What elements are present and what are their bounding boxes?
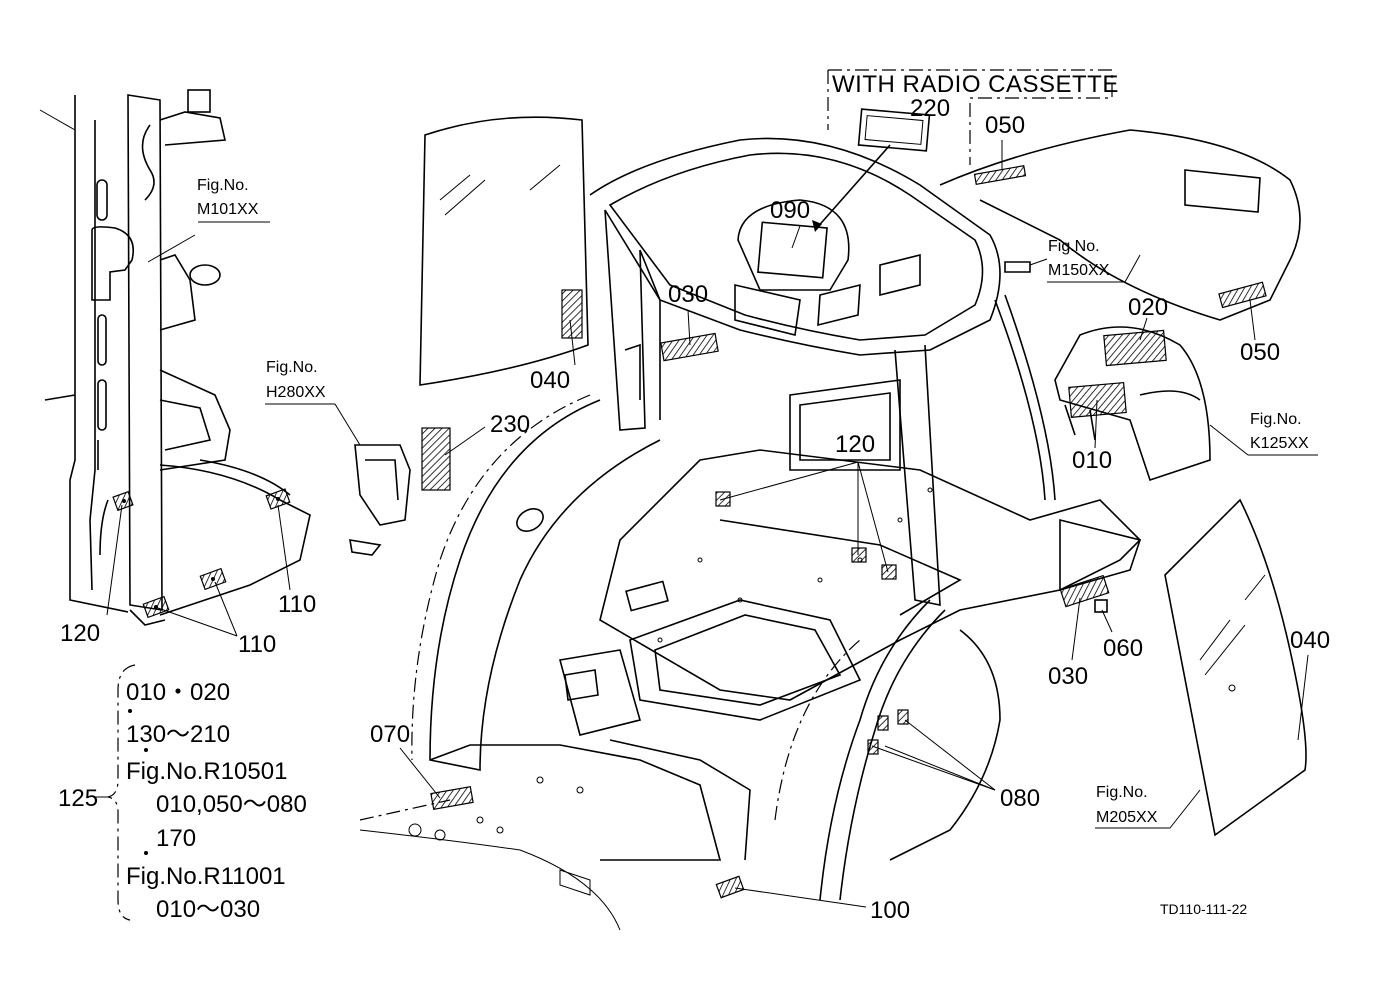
radio-cassette-title: WITH RADIO CASSETTE [832, 71, 1119, 98]
callout-110-upper: 110 [278, 591, 316, 618]
left-pillar-drawing [39, 89, 311, 626]
callout-120-left: 120 [60, 620, 100, 647]
fig-ref-m101-code: M101XX [197, 201, 259, 218]
fig-ref-h280-code: H280XX [266, 384, 326, 401]
callout-120-center: 120 [835, 431, 875, 458]
callout-090: 090 [770, 197, 810, 224]
radio-cassette-box [827, 69, 1113, 165]
fig-ref-k125-code: K125XX [1250, 435, 1309, 452]
legend-line-1: 010・020 [126, 679, 230, 706]
fig-ref-k125-label: Fig.No. [1250, 411, 1302, 428]
legend-ref-125: 125 [58, 785, 98, 812]
fig-ref-m205-code: M205XX [1096, 809, 1158, 826]
legend-line-2: 130～210 [126, 721, 230, 748]
roof-panel-drawing [939, 129, 1301, 321]
legend-line-6: Fig.No.R11001 [126, 863, 286, 890]
fig-ref-h280-label: Fig.No. [266, 359, 318, 376]
legend-line-5: 170 [156, 825, 196, 852]
k125-fender-part [1054, 326, 1211, 482]
callout-010: 010 [1072, 447, 1112, 474]
fig-ref-m150-label: Fig.No. [1048, 238, 1100, 255]
callout-100: 100 [870, 897, 910, 924]
legend-line-4: 010,050～080 [156, 791, 307, 818]
fig-ref-m205-label: Fig.No. [1096, 784, 1148, 801]
rear-window-glass [419, 116, 589, 386]
callout-080: 080 [1000, 785, 1040, 812]
callout-110-lower: 110 [238, 631, 276, 658]
callout-060: 060 [1103, 635, 1143, 662]
callout-040-right: 040 [1290, 627, 1330, 654]
side-window-glass [1164, 498, 1307, 837]
cab-frame-drawing [359, 108, 1142, 931]
legend-line-3: Fig.No.R10501 [126, 758, 287, 785]
callout-070: 070 [370, 721, 410, 748]
callout-030-left: 030 [668, 281, 708, 308]
callout-050-top: 050 [985, 112, 1025, 139]
h280-bracket [349, 427, 451, 556]
callout-020: 020 [1128, 294, 1168, 321]
legend-brace [107, 664, 136, 921]
fig-ref-m101-label: Fig.No. [197, 177, 249, 194]
fig-ref-m150-code: M150XX [1048, 262, 1110, 279]
callout-040-left: 040 [530, 367, 570, 394]
callout-220: 220 [910, 95, 950, 122]
legend-line-7: 010～030 [156, 896, 260, 923]
leader-lines [95, 140, 1318, 908]
callout-030-right: 030 [1048, 663, 1088, 690]
callout-230: 230 [490, 411, 530, 438]
drawing-code: TD110-111-22 [1160, 901, 1247, 917]
callout-050-right: 050 [1240, 339, 1280, 366]
